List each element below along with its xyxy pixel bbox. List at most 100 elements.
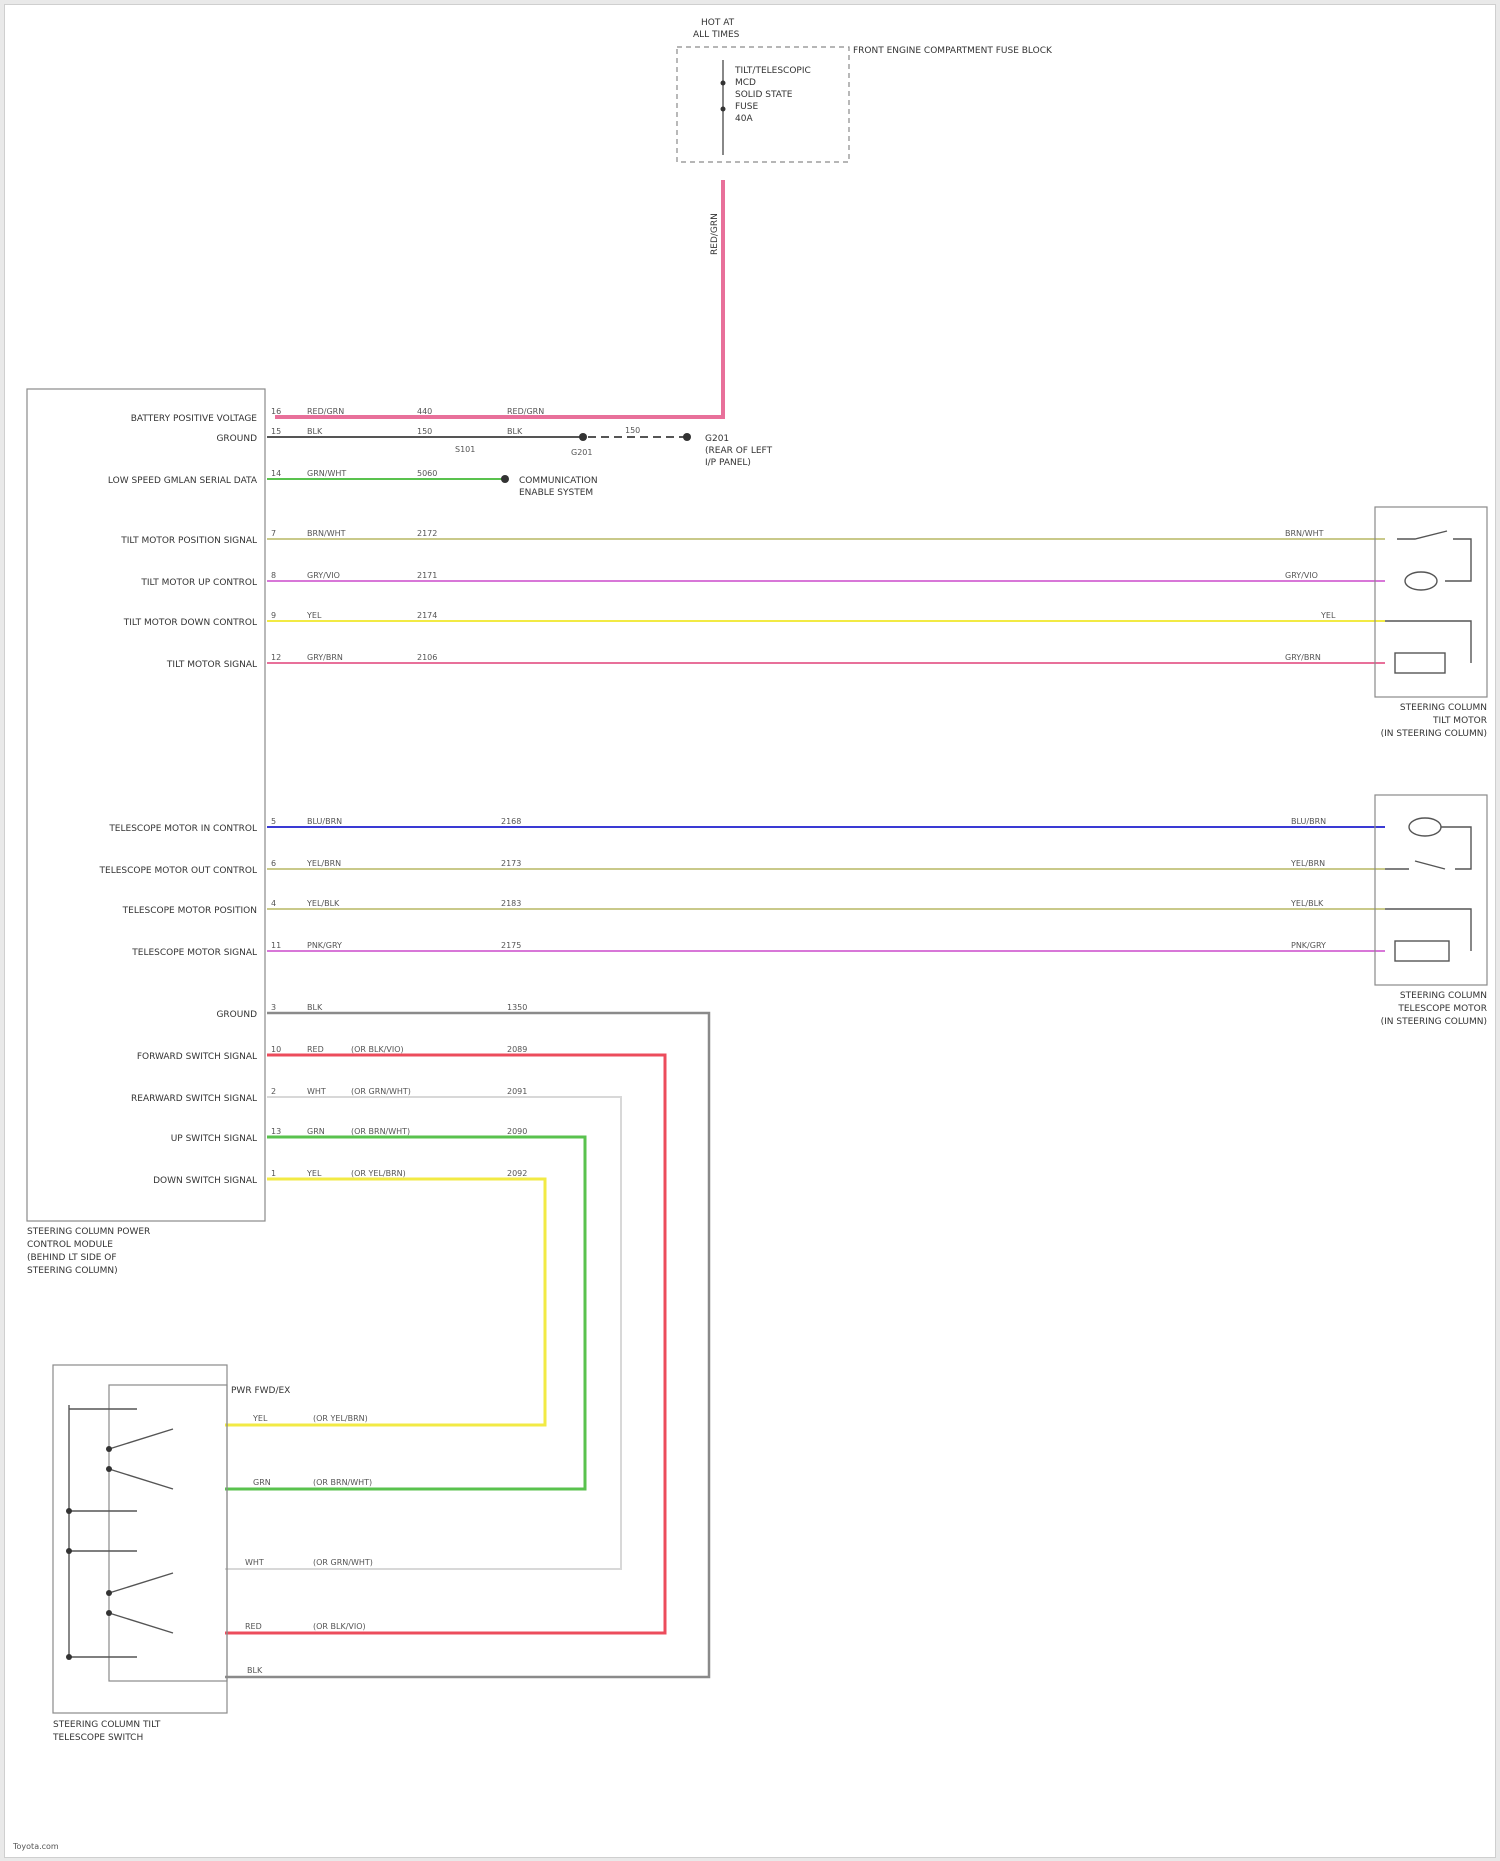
switch-header: PWR FWD/EX [231, 1386, 290, 1396]
switch-inner-outline [109, 1385, 227, 1681]
fuse-block: HOT AT ALL TIMES FRONT ENGINE COMPARTMEN… [677, 18, 1053, 162]
fuse-block-outline [677, 47, 849, 162]
wire-color: GRY/VIO [307, 571, 340, 580]
main-module: STEERING COLUMN POWER CONTROL MODULE (BE… [27, 389, 281, 1276]
switch-title-2: TELESCOPE SWITCH [52, 1733, 143, 1743]
wire-circuit: 2183 [501, 899, 521, 908]
wire-circuit: 2090 [507, 1127, 527, 1136]
fuse-block-title-1: HOT AT [701, 18, 735, 28]
switch-contact-dot [66, 1508, 72, 1514]
tilt-sensor-lead [1385, 621, 1471, 663]
fuse-line-5: 40A [735, 114, 753, 124]
wire-color: GRY/BRN [307, 653, 343, 662]
fuse-block-title-2: ALL TIMES [693, 30, 740, 40]
ground-note-3: I/P PANEL) [705, 458, 751, 468]
switch-contact-dot [106, 1590, 112, 1596]
fuse-block-name: FRONT ENGINE COMPARTMENT FUSE BLOCK [853, 46, 1053, 56]
ground-point [683, 433, 691, 441]
ground-note-2: (REAR OF LEFT [705, 446, 773, 456]
wire-switch-ground [225, 1013, 709, 1677]
pin-number: 13 [271, 1127, 281, 1136]
switch-wire-color: WHT [245, 1558, 264, 1567]
wiring-diagram-sheet: HOT AT ALL TIMES FRONT ENGINE COMPARTMEN… [4, 4, 1496, 1858]
pin-number: 9 [271, 611, 276, 620]
switch-contact-dot [106, 1446, 112, 1452]
fuse-terminal-bottom [721, 107, 726, 112]
wire-color-right: GRY/BRN [1285, 653, 1321, 662]
gmlan-note-1: COMMUNICATION [519, 476, 598, 486]
tilt-position-switch [1397, 531, 1471, 581]
wire-color: GRN [307, 1127, 325, 1136]
switch-wire-color: YEL [252, 1414, 268, 1423]
pin-label: TILT MOTOR UP CONTROL [140, 578, 257, 588]
pin-number: 1 [271, 1169, 276, 1178]
wire-circuit: 150 [417, 427, 432, 436]
pin-label: GROUND [216, 434, 257, 444]
gmlan-note-2: ENABLE SYSTEM [519, 488, 593, 498]
tilt-motor-assembly: STEERING COLUMN TILT MOTOR (IN STEERING … [1375, 507, 1487, 739]
wire-forward-switch [225, 1055, 665, 1633]
wire-circuit: 2089 [507, 1045, 527, 1054]
telescope-assembly-title-2: TELESCOPE MOTOR [1397, 1004, 1487, 1014]
wire-color-right: YEL [1320, 611, 1336, 620]
fuse-terminal-top [721, 81, 726, 86]
wire-color-right: BLK [507, 427, 523, 436]
fuse-line-2: MCD [735, 78, 756, 88]
wire-circuit: 2106 [417, 653, 437, 662]
wire-note: (OR GRN/WHT) [351, 1087, 411, 1096]
pin-label: TELESCOPE MOTOR POSITION [122, 906, 257, 916]
switch-wire-note: (OR YEL/BRN) [313, 1414, 368, 1423]
wire-color-right: BRN/WHT [1285, 529, 1324, 538]
wire-note: (OR YEL/BRN) [351, 1169, 406, 1178]
pin-label: UP SWITCH SIGNAL [171, 1134, 257, 1144]
ground-note-1: G201 [705, 434, 729, 444]
wire-color-right: YEL/BRN [1290, 859, 1325, 868]
tilt-assembly-title-1: STEERING COLUMN [1400, 703, 1487, 713]
pin-label: TILT MOTOR POSITION SIGNAL [120, 536, 257, 546]
pin-label: LOW SPEED GMLAN SERIAL DATA [108, 476, 258, 486]
wire-circuit: 2174 [417, 611, 437, 620]
pin-number: 12 [271, 653, 281, 662]
pin-label: FORWARD SWITCH SIGNAL [137, 1052, 257, 1062]
switch-outline [53, 1365, 227, 1713]
pin-number: 15 [271, 427, 281, 436]
fuse-line-1: TILT/TELESCOPIC [734, 66, 811, 76]
tilt-assembly-title-2: TILT MOTOR [1432, 716, 1487, 726]
wire-note: (OR BLK/VIO) [351, 1045, 404, 1054]
wire-circuit: 5060 [417, 469, 437, 478]
wire-color: GRN/WHT [307, 469, 346, 478]
pin-number: 7 [271, 529, 276, 538]
telescope-assembly-title-1: STEERING COLUMN [1400, 991, 1487, 1001]
pin-number: 4 [271, 899, 276, 908]
main-module-title-3: (BEHIND LT SIDE OF [27, 1253, 117, 1263]
pin-number: 2 [271, 1087, 276, 1096]
telescope-sensor-lead [1385, 909, 1471, 951]
fuse-line-3: SOLID STATE [735, 90, 793, 100]
telescope-sensor-icon [1395, 941, 1449, 961]
wiring-diagram: HOT AT ALL TIMES FRONT ENGINE COMPARTMEN… [5, 5, 1495, 1857]
switch-contacts [69, 1409, 173, 1657]
wire-note: (OR BRN/WHT) [351, 1127, 410, 1136]
pin-label: DOWN SWITCH SIGNAL [153, 1176, 257, 1186]
telescope-motor-assembly: STEERING COLUMN TELESCOPE MOTOR (IN STEE… [1375, 795, 1487, 1027]
fuse-line-4: FUSE [735, 102, 758, 112]
wire-color: RED [307, 1045, 324, 1054]
main-module-title-1: STEERING COLUMN POWER [27, 1227, 150, 1237]
pin-label: TELESCOPE MOTOR OUT CONTROL [99, 866, 257, 876]
telescope-motor-icon [1409, 818, 1441, 836]
wire-circuit: 2168 [501, 817, 521, 826]
wire-circuit: 2173 [501, 859, 521, 868]
footer-credit: Toyota.com [12, 1842, 59, 1851]
ground-label: G201 [571, 448, 592, 457]
wire-color-right: RED/GRN [507, 407, 544, 416]
feed-wire-color: RED/GRN [710, 213, 720, 255]
wire-circuit: 2172 [417, 529, 437, 538]
wire-color-right: GRY/VIO [1285, 571, 1318, 580]
telescope-motor-outline [1375, 795, 1487, 985]
pin-label: REARWARD SWITCH SIGNAL [131, 1094, 257, 1104]
wire-color: YEL [306, 611, 322, 620]
telescope-assembly-title-3: (IN STEERING COLUMN) [1381, 1017, 1487, 1027]
wire-color: BRN/WHT [307, 529, 346, 538]
wire-color: BLK [307, 1003, 323, 1012]
wire-rearward-switch [225, 1097, 621, 1569]
